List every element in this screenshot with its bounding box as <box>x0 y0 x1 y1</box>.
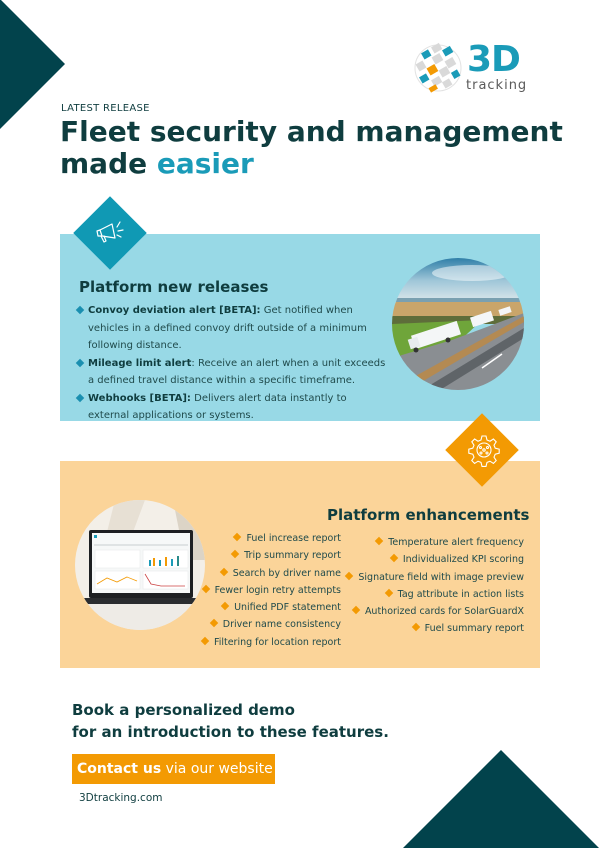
decorative-triangle-top-left <box>0 0 66 135</box>
diamond-bullet-icon <box>411 623 420 632</box>
eyebrow-label: LATEST RELEASE <box>61 103 150 114</box>
diamond-bullet-icon <box>209 619 218 628</box>
megaphone-icon <box>96 221 124 243</box>
enhancement-label: Search by driver name <box>232 567 341 579</box>
enhancement-label: Fuel summary report <box>424 623 524 635</box>
page-title: Fleet security and management made easie… <box>60 116 563 180</box>
diamond-bullet-icon <box>389 554 399 563</box>
title-line-2-plain: made <box>60 147 157 180</box>
list-item: Fewer login retry attempts <box>201 582 341 599</box>
enhancement-label: Filtering for location report <box>213 636 341 648</box>
list-item: Tag attribute in action lists <box>346 586 524 603</box>
new-releases-title: Platform new releases <box>79 278 269 296</box>
cta-line-2: for an introduction to these features. <box>72 723 389 741</box>
list-item: Signature field with image preview <box>345 569 524 586</box>
diamond-bullet-icon <box>345 571 354 580</box>
globe-logo-icon <box>414 42 462 93</box>
list-item: Search by driver name <box>202 565 341 582</box>
cta-heading: Book a personalized demo for an introduc… <box>72 699 389 743</box>
release-name: Mileage limit alert <box>88 357 192 369</box>
logo-wordmark: 3D <box>467 39 521 80</box>
contact-us-suffix: via our website <box>161 761 273 777</box>
diamond-bullet-icon <box>75 305 85 315</box>
enhancement-label: Trip summary report <box>244 550 341 562</box>
diamond-bullet-icon <box>351 605 361 615</box>
enhancement-label: Signature field with image preview <box>358 571 524 583</box>
diamond-bullet-icon <box>220 601 230 611</box>
list-item: Individualized KPI scoring <box>346 551 524 568</box>
diamond-bullet-icon <box>233 532 242 542</box>
diamond-bullet-icon <box>230 550 240 559</box>
diamond-bullet-icon <box>75 393 85 402</box>
diamond-bullet-icon <box>384 588 393 598</box>
diamond-bullet-icon <box>201 584 210 594</box>
enhancement-label: Unified PDF statement <box>234 602 341 614</box>
list-item: Fuel summary report <box>346 620 524 637</box>
enhancement-label: Individualized KPI scoring <box>402 554 524 566</box>
enhancements-list-right: Temperature alert frequency Individualiz… <box>345 534 524 638</box>
logo-subtitle: tracking <box>466 78 528 93</box>
release-name: Webhooks [BETA]: <box>88 392 191 404</box>
diamond-bullet-icon <box>75 358 85 367</box>
enhancements-title: Platform enhancements <box>327 506 530 524</box>
list-item: Temperature alert frequency <box>346 534 524 551</box>
cta-line-1: Book a personalized demo <box>72 701 295 719</box>
release-name: Convoy deviation alert [BETA]: <box>88 305 261 316</box>
contact-us-label: Contact us <box>77 761 162 777</box>
list-item: Webhooks [BETA]: Delivers alert data ins… <box>75 390 386 425</box>
enhancement-label: Tag attribute in action lists <box>397 588 524 600</box>
list-item: Fuel increase report <box>202 530 341 547</box>
list-item: Driver name consistency <box>202 616 341 633</box>
enhancement-label: Fuel increase report <box>246 533 341 544</box>
trucks-on-highway-photo <box>392 258 524 390</box>
enhancement-label: Fewer login retry attempts <box>214 584 341 596</box>
list-item: Convoy deviation alert [BETA]: Get notif… <box>75 302 386 355</box>
list-item: Trip summary report <box>202 547 341 564</box>
release-description: : Receive an alert when a unit exceeds a… <box>88 357 386 387</box>
contact-us-button[interactable]: Contact us via our website <box>72 754 275 784</box>
decorative-triangle-bottom-right <box>403 750 599 848</box>
diamond-bullet-icon <box>219 567 228 576</box>
enhancement-label: Driver name consistency <box>222 619 341 631</box>
new-releases-list: Convoy deviation alert [BETA]: Get notif… <box>75 302 386 425</box>
gear-icon <box>468 435 500 467</box>
enhancement-label: Authorized cards for SolarGuardX <box>364 606 524 618</box>
brand-logo: 3D tracking <box>412 40 542 100</box>
enhancement-label: Temperature alert frequency <box>388 537 524 548</box>
release-description: Get notified when vehicles in a defined … <box>88 305 367 351</box>
list-item: Unified PDF statement <box>202 599 341 616</box>
diamond-bullet-icon <box>200 636 210 646</box>
website-link[interactable]: 3Dtracking.com <box>79 792 163 804</box>
diamond-bullet-icon <box>374 536 384 546</box>
list-item: Filtering for location report <box>200 634 341 651</box>
title-line-1: Fleet security and management <box>60 115 563 148</box>
list-item: Mileage limit alert: Receive an alert wh… <box>75 355 386 390</box>
title-line-2-accent: easier <box>156 147 254 180</box>
list-item: Authorized cards for SolarGuardX <box>346 603 524 620</box>
enhancements-list-left: Fuel increase report Trip summary report… <box>200 530 341 651</box>
release-description: Delivers alert data instantly to externa… <box>88 392 347 422</box>
laptop-dashboard-photo <box>75 500 205 630</box>
